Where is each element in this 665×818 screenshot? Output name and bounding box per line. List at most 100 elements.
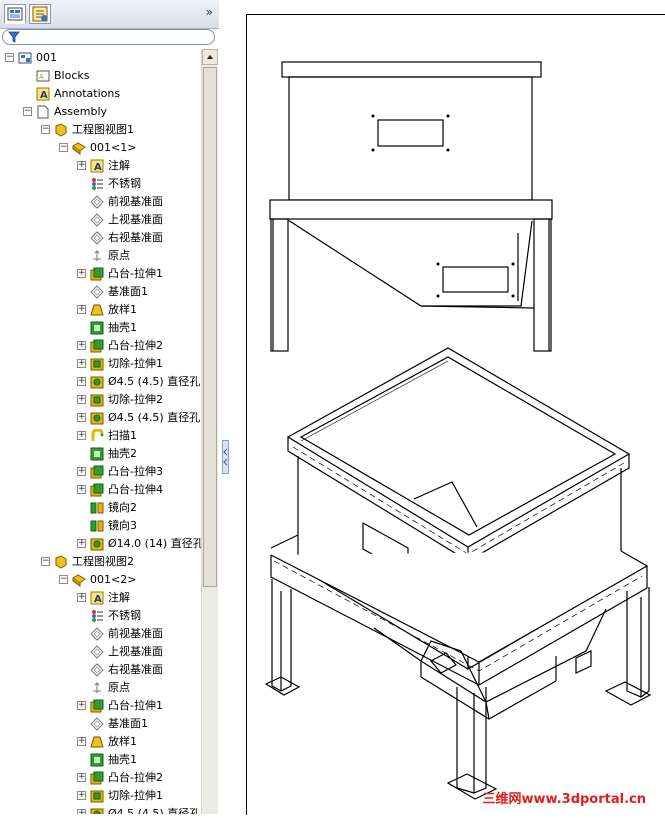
front-view xyxy=(269,61,553,352)
cut-icon xyxy=(90,358,104,371)
tree-node-label: 001<2> xyxy=(90,573,137,586)
tree-node-label: 放样1 xyxy=(108,735,137,748)
extrude-icon xyxy=(90,699,104,713)
tree-node-label: Ø14.0 (14) 直径孔1 xyxy=(108,537,201,550)
svg-text:A: A xyxy=(94,162,102,173)
tree-node-label: 扫描1 xyxy=(108,429,137,442)
tree-node-label: 抽壳1 xyxy=(108,753,137,766)
extrude-icon xyxy=(90,339,104,353)
hopper-drawing xyxy=(264,61,652,800)
collapse-toggle[interactable]: − xyxy=(23,106,32,116)
expand-toggle[interactable]: + xyxy=(77,466,86,476)
material-icon xyxy=(92,610,103,622)
tree-node-label: 基准面1 xyxy=(108,285,148,298)
collapse-toggle[interactable]: − xyxy=(5,52,14,62)
shell-icon xyxy=(90,321,104,335)
feature-tree-icon xyxy=(7,7,23,21)
shell-icon xyxy=(90,753,104,767)
hole-icon xyxy=(90,808,104,814)
loft-icon xyxy=(90,736,104,748)
expand-toggle[interactable]: + xyxy=(77,538,86,548)
tree-node-label: 001 xyxy=(36,51,57,64)
drawing-sheet[interactable]: 三维网www.3dportal.cn xyxy=(246,14,665,815)
expand-chevron-icon[interactable]: » xyxy=(205,5,213,19)
scrollbar-thumb[interactable] xyxy=(203,67,217,587)
collapse-toggle[interactable]: − xyxy=(41,124,50,134)
expand-toggle[interactable]: + xyxy=(77,592,86,602)
expand-toggle[interactable]: + xyxy=(77,700,86,710)
svg-text:A: A xyxy=(40,90,48,101)
extrude-icon xyxy=(90,483,104,497)
scroll-up-button[interactable] xyxy=(202,49,218,65)
plane-icon xyxy=(90,627,104,641)
svg-text:A: A xyxy=(39,73,44,81)
loft-icon xyxy=(90,304,104,316)
tree-node-label: 抽壳2 xyxy=(108,447,137,460)
tree-node-label: 凸台-拉伸3 xyxy=(108,465,163,478)
plane-icon xyxy=(90,717,104,731)
tree-node-label: 原点 xyxy=(108,249,130,262)
mirror-icon xyxy=(90,520,104,532)
filter-icon xyxy=(8,31,20,43)
origin-icon xyxy=(93,682,101,693)
property-manager-tab[interactable] xyxy=(29,4,51,24)
extrude-icon xyxy=(90,771,104,785)
manager-tab-bar: » xyxy=(0,0,219,29)
tree-node-label: 001<1> xyxy=(90,141,137,154)
expand-toggle[interactable]: + xyxy=(77,790,86,800)
tree-node-label: 注解 xyxy=(108,591,130,604)
hole-icon xyxy=(90,538,104,551)
expand-toggle[interactable]: + xyxy=(77,772,86,782)
tree-node-label: 抽壳1 xyxy=(108,321,137,334)
tree-node-label: 前视基准面 xyxy=(108,195,163,208)
plane-icon xyxy=(90,663,104,677)
part-icon xyxy=(72,142,86,155)
tree-node-label: 基准面1 xyxy=(108,717,148,730)
cut-icon xyxy=(90,790,104,803)
tree-node-label: 凸台-拉伸1 xyxy=(108,699,163,712)
shell-icon xyxy=(90,447,104,461)
collapse-toggle[interactable]: − xyxy=(59,574,68,584)
drawing-view-icon xyxy=(55,123,67,137)
expand-toggle[interactable]: + xyxy=(77,376,86,386)
tree-node-label: 不锈钢 xyxy=(108,609,141,622)
expand-toggle[interactable]: + xyxy=(77,160,86,170)
expand-toggle[interactable]: + xyxy=(77,340,86,350)
tree-node-label: 镜向3 xyxy=(108,519,137,532)
sweep-icon xyxy=(91,429,104,441)
collapse-toggle[interactable]: − xyxy=(59,142,68,152)
tree-node-label: 上视基准面 xyxy=(108,213,163,226)
tree-filter-input[interactable] xyxy=(2,29,215,45)
expand-toggle[interactable]: + xyxy=(77,430,86,440)
tree-node-label: Blocks xyxy=(54,69,90,82)
expand-toggle[interactable]: + xyxy=(77,394,86,404)
collapse-toggle[interactable]: − xyxy=(41,556,50,566)
expand-toggle[interactable]: + xyxy=(77,736,86,746)
tree-node-label: 凸台-拉伸4 xyxy=(108,483,163,496)
watermark-text: 三维网www.3dportal.cn xyxy=(482,792,646,807)
plane-icon xyxy=(90,645,104,659)
tree-node-label: 凸台-拉伸2 xyxy=(108,771,163,784)
expand-toggle[interactable]: + xyxy=(77,268,86,278)
expand-toggle[interactable]: + xyxy=(77,809,86,814)
expand-toggle[interactable]: + xyxy=(77,484,86,494)
pane-splitter xyxy=(219,0,246,814)
pane-collapse-handle[interactable] xyxy=(222,440,229,474)
tree-node-label: 切除-拉伸1 xyxy=(108,357,163,370)
tree-scrollbar[interactable] xyxy=(201,49,218,814)
material-icon xyxy=(92,178,103,190)
hole-icon xyxy=(90,412,104,425)
feature-manager-tab[interactable] xyxy=(4,4,26,24)
tree-node-label: 上视基准面 xyxy=(108,645,163,658)
tree-node-label: 注解 xyxy=(108,159,130,172)
expand-toggle[interactable]: + xyxy=(77,304,86,314)
expand-toggle[interactable]: + xyxy=(77,412,86,422)
expand-toggle[interactable]: + xyxy=(77,358,86,368)
tree-node-label: 镜向2 xyxy=(108,501,137,514)
blocks-icon: A xyxy=(36,70,50,82)
tree-node-label: 切除-拉伸1 xyxy=(108,789,163,802)
annotation-icon: A xyxy=(90,159,104,173)
extrude-icon xyxy=(90,465,104,479)
